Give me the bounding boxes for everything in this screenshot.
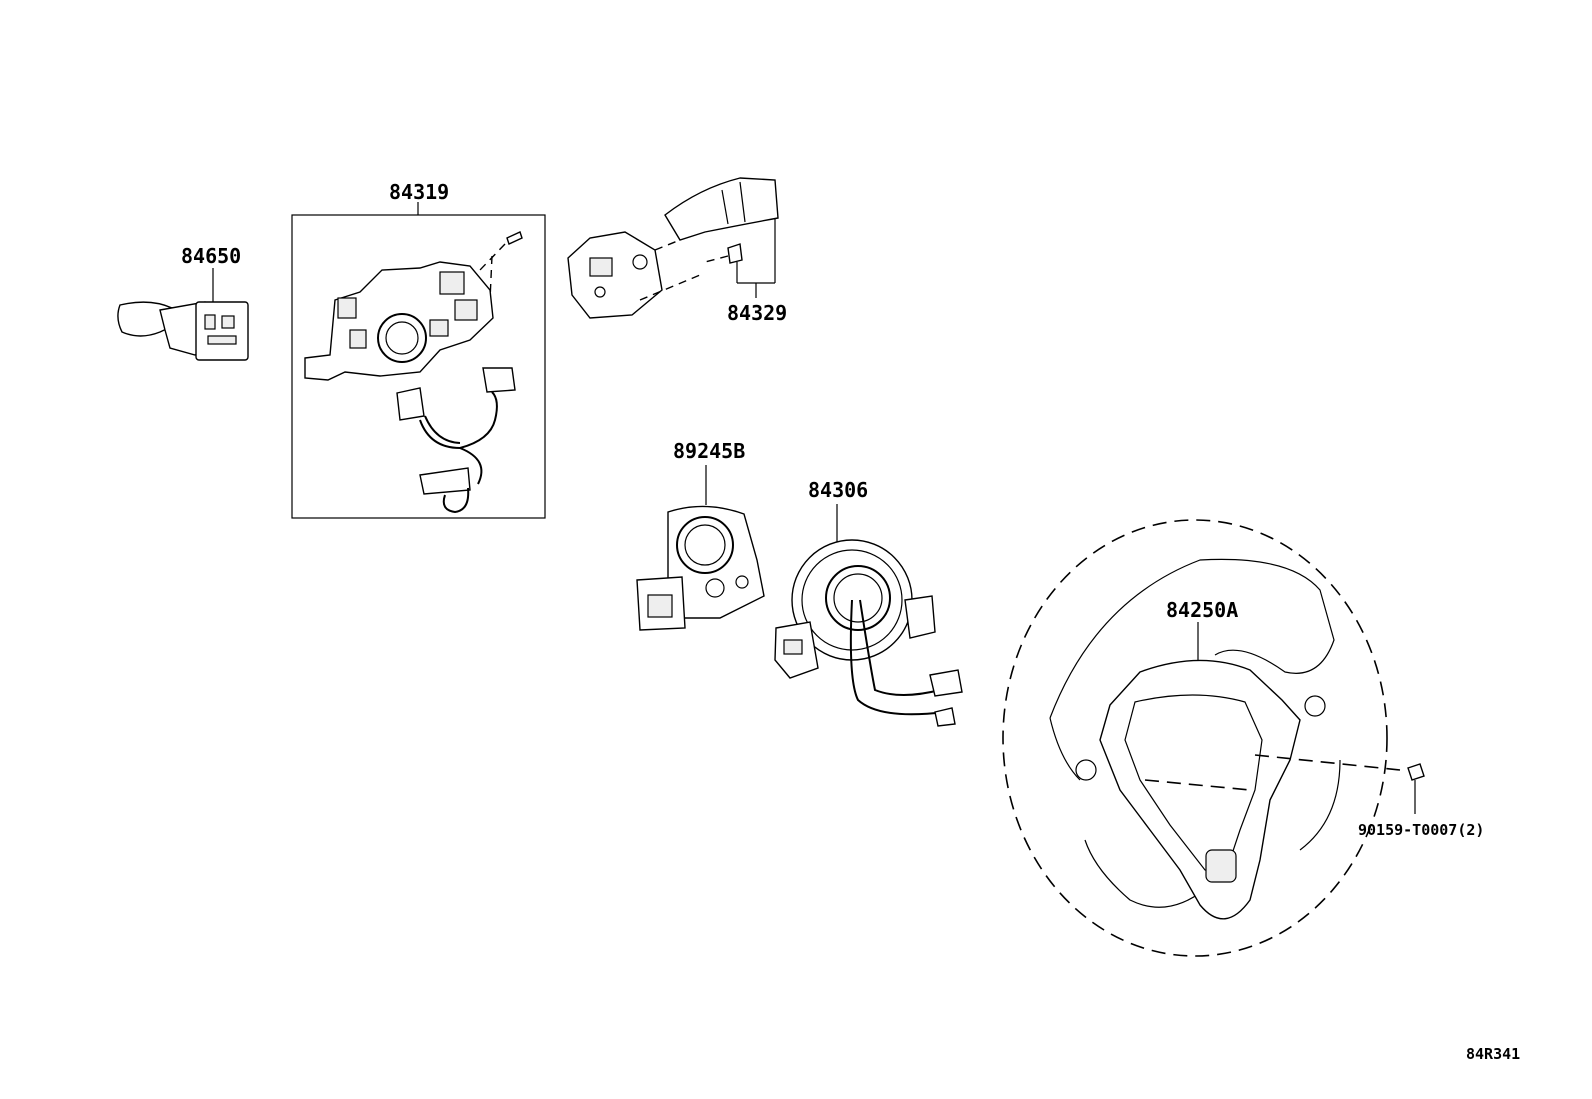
- part-84250A-wheel: [1002, 519, 1425, 957]
- part-84319-box: [291, 202, 546, 519]
- label-90159-T0007: 90159-T0007(2): [1358, 821, 1484, 839]
- label-84329: 84329: [727, 301, 787, 325]
- label-84306: 84306: [808, 478, 868, 502]
- label-84250A: 84250A: [1166, 598, 1238, 622]
- part-84650-drawing: [117, 268, 249, 361]
- label-89245B: 89245B: [673, 439, 745, 463]
- part-89245B-drawing: [636, 465, 765, 631]
- diagram-reference-code: 84R341: [1466, 1045, 1520, 1063]
- part-84319-drawing: [304, 231, 523, 514]
- part-84329-drawing: [567, 177, 779, 319]
- part-84306-drawing: [774, 504, 963, 727]
- label-84650: 84650: [181, 244, 241, 268]
- label-84319: 84319: [389, 180, 449, 204]
